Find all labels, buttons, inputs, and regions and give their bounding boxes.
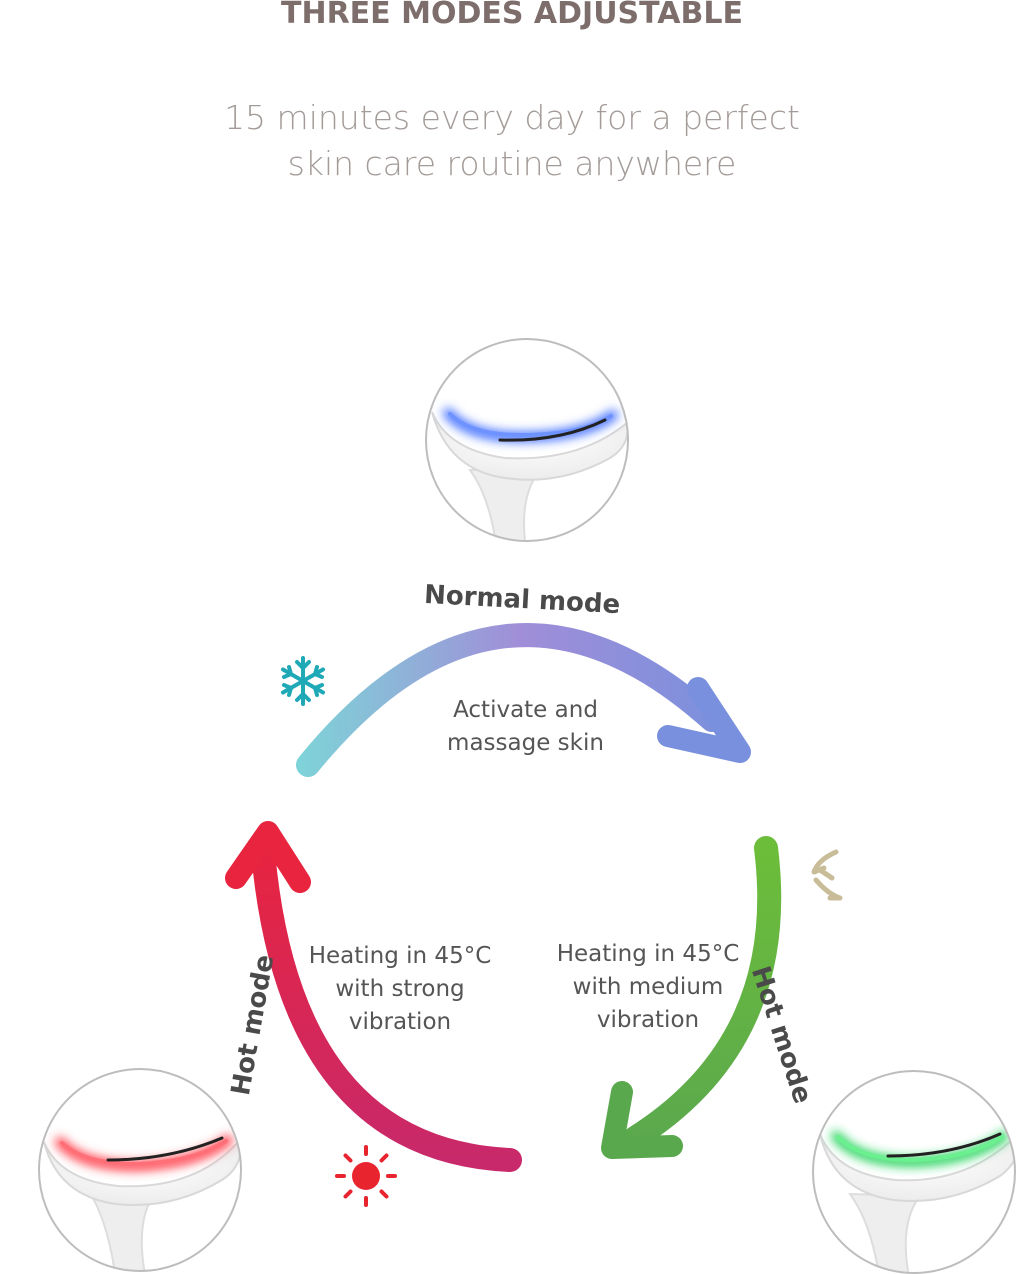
hot-mode-strong-arrowhead xyxy=(225,821,311,893)
subtitle-line-2: skin care routine anywhere xyxy=(287,144,737,183)
page-subtitle: 15 minutes every day for a perfect skin … xyxy=(0,95,1024,187)
hot-mode-medium-description-line: with medium xyxy=(572,974,724,1000)
normal-mode-arc xyxy=(296,623,724,777)
device-image-hot-mode-medium xyxy=(812,1070,1016,1274)
normal-mode-description-line: massage skin xyxy=(447,730,604,756)
hot-mode-medium-description: Heating in 45°C with medium vibration xyxy=(530,938,766,1037)
device-image-normal-mode xyxy=(425,338,629,542)
hot-mode-strong-description-line: with strong xyxy=(335,976,465,1002)
device-image-hot-mode-strong xyxy=(38,1068,242,1272)
subtitle-line-1: 15 minutes every day for a perfect xyxy=(224,98,800,137)
hot-mode-strong-description: Heating in 45°C with strong vibration xyxy=(282,940,518,1039)
sun-icon xyxy=(335,1145,397,1207)
hot-mode-strong-description-line: vibration xyxy=(348,1009,452,1035)
hot-mode-strong-arc xyxy=(251,840,522,1172)
hot-mode-medium-arc xyxy=(623,836,782,1150)
vibration-icon xyxy=(811,849,843,901)
hot-mode-medium-description-line: vibration xyxy=(596,1007,700,1033)
page-title: THREE MODES ADJUSTABLE xyxy=(281,0,743,31)
hot-mode-medium-arrowhead xyxy=(601,1081,683,1159)
normal-mode-arrowhead xyxy=(657,677,751,763)
normal-mode-description-line: Activate and xyxy=(453,697,598,723)
normal-mode-description: Activate and massage skin xyxy=(403,694,648,760)
hot-mode-strong-description-line: Heating in 45°C xyxy=(308,943,492,969)
snowflake-icon xyxy=(281,656,325,706)
hot-mode-medium-description-line: Heating in 45°C xyxy=(556,941,740,967)
